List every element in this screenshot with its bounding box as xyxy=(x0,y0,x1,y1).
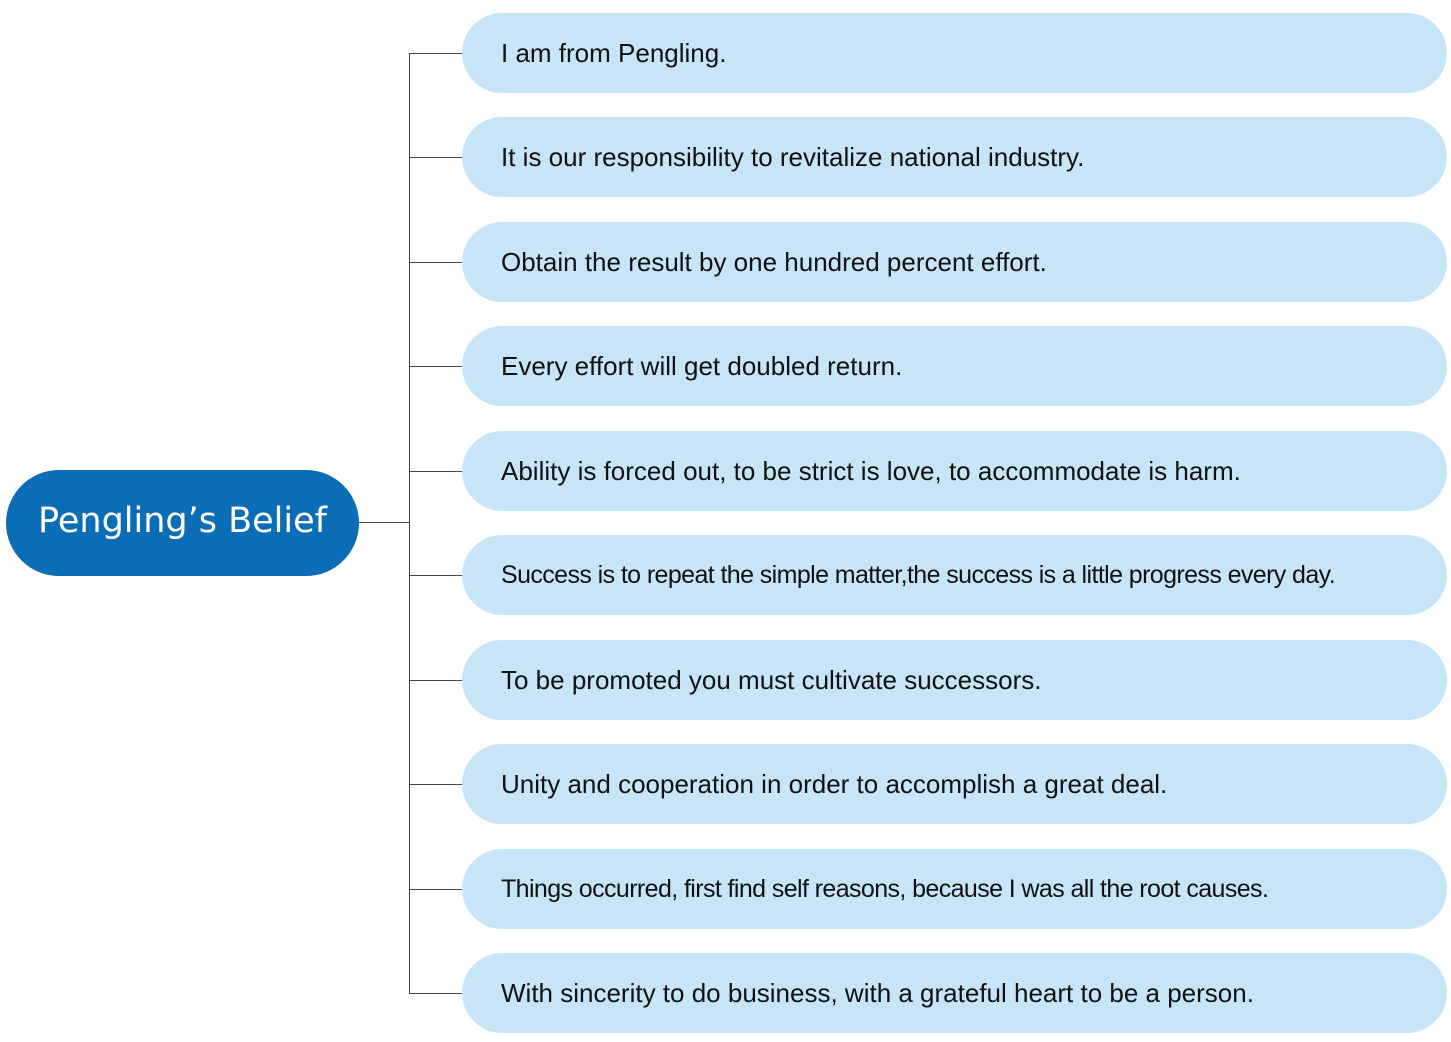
branch-line xyxy=(409,680,462,681)
belief-text: It is our responsibility to revitalize n… xyxy=(501,141,1085,172)
branch-line xyxy=(409,575,462,576)
belief-node: It is our responsibility to revitalize n… xyxy=(462,117,1447,197)
belief-text: I am from Pengling. xyxy=(501,37,727,68)
belief-node: I am from Pengling. xyxy=(462,13,1447,93)
branch-line xyxy=(409,993,462,994)
belief-node: Every effort will get doubled return. xyxy=(462,326,1447,406)
root-connector xyxy=(359,522,409,523)
belief-text: Every effort will get doubled return. xyxy=(501,350,903,381)
belief-text: Obtain the result by one hundred percent… xyxy=(501,246,1047,277)
belief-text: To be promoted you must cultivate succes… xyxy=(501,664,1042,695)
belief-node: Unity and cooperation in order to accomp… xyxy=(462,744,1447,824)
belief-text: Things occurred, first find self reasons… xyxy=(501,874,1269,903)
root-node-label: Pengling’s Belief xyxy=(38,501,327,541)
belief-node: Success is to repeat the simple matter,t… xyxy=(462,535,1447,615)
belief-text: Ability is forced out, to be strict is l… xyxy=(501,455,1241,486)
branch-line xyxy=(409,471,462,472)
belief-text: Success is to repeat the simple matter,t… xyxy=(501,560,1336,589)
branch-line xyxy=(409,157,462,158)
branch-line xyxy=(409,366,462,367)
branch-line xyxy=(409,53,462,54)
belief-text: Unity and cooperation in order to accomp… xyxy=(501,768,1168,799)
branch-line xyxy=(409,262,462,263)
belief-node: Things occurred, first find self reasons… xyxy=(462,849,1447,929)
trunk-line xyxy=(409,53,410,994)
branch-line xyxy=(409,784,462,785)
belief-node: With sincerity to do business, with a gr… xyxy=(462,953,1447,1033)
belief-node: Obtain the result by one hundred percent… xyxy=(462,222,1447,302)
belief-text: With sincerity to do business, with a gr… xyxy=(501,977,1254,1008)
belief-node: To be promoted you must cultivate succes… xyxy=(462,640,1447,720)
branch-line xyxy=(409,889,462,890)
root-node: Pengling’s Belief xyxy=(6,470,359,576)
belief-node: Ability is forced out, to be strict is l… xyxy=(462,431,1447,511)
